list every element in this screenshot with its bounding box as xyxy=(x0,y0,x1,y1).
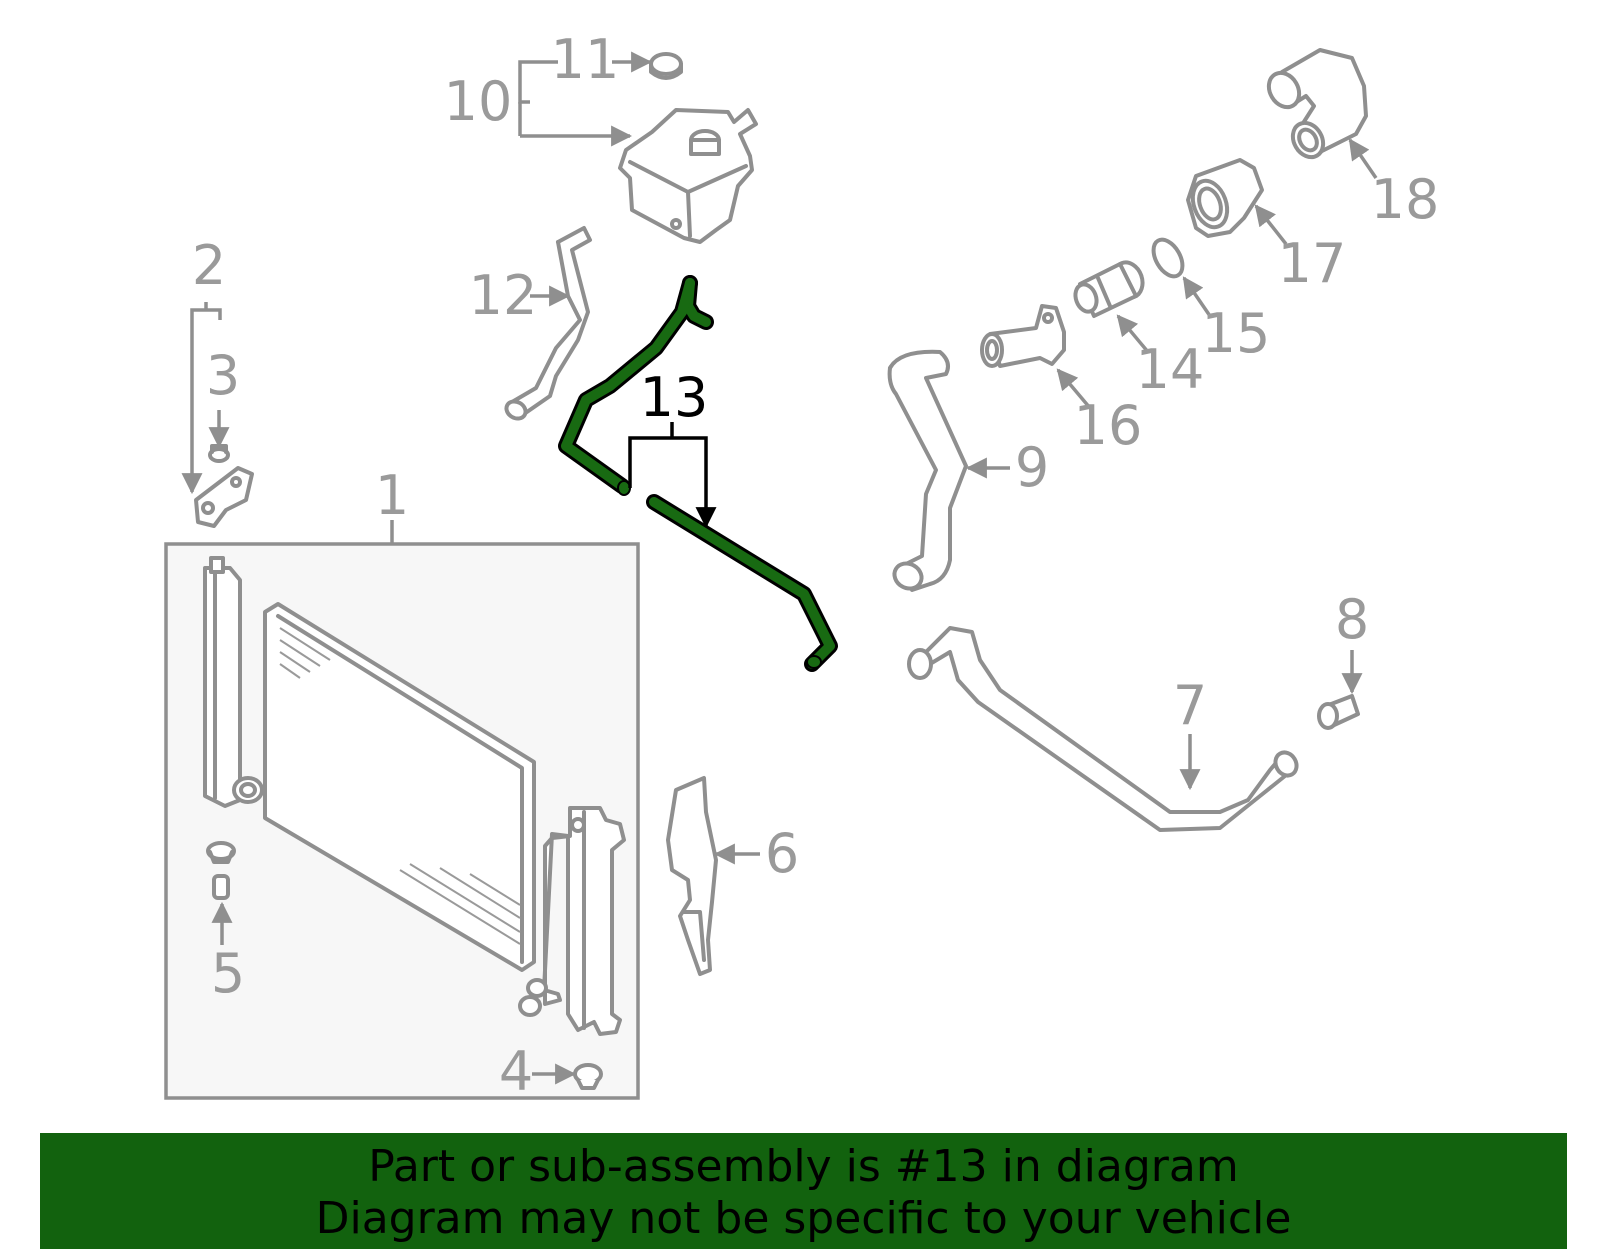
part-9-upper-hose[interactable] xyxy=(887,349,1010,594)
part-4-clip[interactable] xyxy=(532,1063,603,1090)
part-3-grommet[interactable] xyxy=(208,444,230,463)
callout-7: 7 xyxy=(1173,674,1207,737)
part-13-hoses[interactable] xyxy=(558,275,838,672)
leader-13 xyxy=(628,422,717,529)
callout-11: 11 xyxy=(551,28,620,91)
part-17-housing[interactable] xyxy=(1186,158,1288,246)
part-14-thermostat[interactable] xyxy=(1072,258,1150,354)
part-10-reservoir[interactable] xyxy=(618,108,758,244)
info-banner: Part or sub-assembly is #13 in diagram D… xyxy=(40,1133,1567,1249)
callout-3: 3 xyxy=(206,344,240,407)
callout-16: 16 xyxy=(1074,394,1143,457)
callout-6: 6 xyxy=(765,822,799,885)
callout-12: 12 xyxy=(469,264,538,327)
callout-13: 13 xyxy=(640,366,709,429)
callout-5: 5 xyxy=(211,942,245,1005)
part-5-mount[interactable] xyxy=(206,841,236,945)
part-18-elbow[interactable] xyxy=(1263,48,1378,179)
callout-10: 10 xyxy=(444,70,513,133)
callout-14: 14 xyxy=(1136,338,1205,401)
callout-18: 18 xyxy=(1371,168,1440,231)
banner-line-2: Diagram may not be specific to your vehi… xyxy=(315,1193,1292,1244)
part-16-outlet[interactable] xyxy=(980,304,1092,410)
part-6-air-guide[interactable] xyxy=(666,776,760,976)
callout-4: 4 xyxy=(499,1040,533,1103)
part-15-oring[interactable] xyxy=(1148,235,1212,317)
callout-9: 9 xyxy=(1015,436,1049,499)
callout-8: 8 xyxy=(1335,588,1369,651)
part-8-plug[interactable] xyxy=(1317,650,1363,730)
leader-10-11 xyxy=(518,51,653,147)
callout-2: 2 xyxy=(192,234,226,297)
callout-15: 15 xyxy=(1202,302,1271,365)
part-2-bracket[interactable] xyxy=(194,466,254,528)
part-1-radiator[interactable] xyxy=(164,520,640,1100)
part-12-hose[interactable] xyxy=(503,226,592,422)
leader-2-3 xyxy=(181,302,230,495)
banner-line-1: Part or sub-assembly is #13 in diagram xyxy=(368,1141,1239,1192)
callout-1: 1 xyxy=(375,464,409,527)
part-7-lower-hose[interactable] xyxy=(907,626,1301,832)
callout-17: 17 xyxy=(1278,232,1347,295)
part-11-cap[interactable] xyxy=(649,52,683,80)
